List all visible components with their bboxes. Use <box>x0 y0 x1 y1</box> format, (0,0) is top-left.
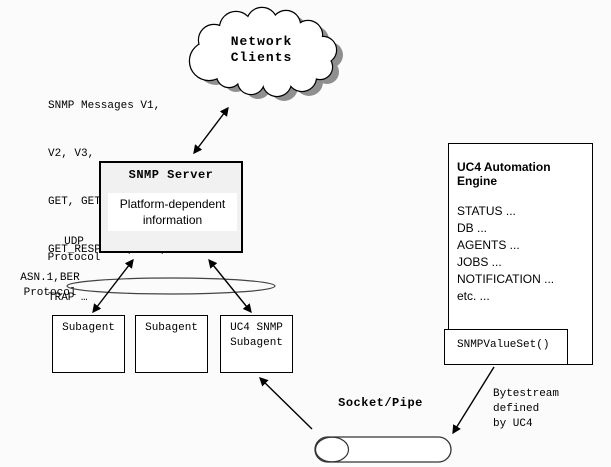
cloud-label: Network Clients <box>184 34 339 66</box>
snmpvalueset-label: SNMPValueSet() <box>457 339 550 351</box>
uc4-list-item: JOBS ... <box>457 255 502 269</box>
socket-pipe-shape <box>314 436 452 463</box>
arrow-uc4engine-pipe <box>452 366 495 435</box>
uc4-engine-list: STATUS ... DB ... AGENTS ... JOBS ... NO… <box>457 203 592 305</box>
socket-pipe-label: Socket/Pipe <box>338 396 423 410</box>
arrow-server-uc4subagent <box>208 258 252 314</box>
uc4-automation-engine-box: UC4 Automation Engine STATUS ... DB ... … <box>448 143 593 365</box>
udp-label-line1: UDP <box>64 236 84 248</box>
subagent-box-1: Subagent <box>52 315 125 373</box>
platform-info-box: Platform-dependent information <box>108 193 237 231</box>
subagent-2-label: Subagent <box>145 322 198 334</box>
uc4-list-item: STATUS ... <box>457 204 516 218</box>
snmpvalueset-box: SNMPValueSet() <box>444 329 568 365</box>
cloud-label-line1: Network <box>230 34 293 49</box>
snmp-server-title: SNMP Server <box>128 168 214 182</box>
bytestream-line2: by UC4 <box>493 418 533 430</box>
uc4-list-item: NOTIFICATION ... <box>457 272 555 286</box>
uc4-subagent-label-line2: Subagent <box>230 337 283 349</box>
uc4-list-item: DB ... <box>457 221 488 235</box>
snmp-server-box: SNMP Server Platform-dependent informati… <box>99 161 243 253</box>
uc4-list-item: etc. ... <box>457 289 490 303</box>
cloud-label-line2: Clients <box>230 50 293 65</box>
asn-label-line2: Protocol <box>23 287 77 299</box>
bytestream-line1: Bytestream defined <box>493 388 560 415</box>
udp-protocol-label: UDP Protocol <box>34 234 114 266</box>
arrow-pipe-uc4subagent <box>259 377 313 430</box>
subagent-1-label: Subagent <box>62 322 115 334</box>
uc4-list-item: AGENTS ... <box>457 238 520 252</box>
uc4-subagent-label-line1: UC4 SNMP <box>230 322 283 334</box>
snmp-messages-line: SNMP Messages V1, <box>48 100 161 112</box>
snmp-messages-line: V2, V3, <box>48 148 95 160</box>
platform-info-line2: information <box>142 213 203 227</box>
asn-label-line1: ASN.1,BER <box>20 272 80 284</box>
uc4-engine-title: UC4 Automation Engine <box>457 160 551 188</box>
uc4-snmp-subagent-box: UC4 SNMP Subagent <box>220 315 293 373</box>
snmp-messages-line: TRAP … <box>48 292 88 304</box>
arrow-cloud-server <box>193 106 229 155</box>
network-clients-cloud: Network Clients <box>184 6 359 111</box>
cloud-shape <box>188 6 343 101</box>
platform-info-line1: Platform-dependent <box>119 197 226 211</box>
subagent-box-2: Subagent <box>135 315 208 373</box>
bytestream-label: Bytestream defined by UC4 <box>493 387 611 432</box>
asn1-ber-protocol-label: ASN.1,BER Protocol <box>4 271 96 301</box>
udp-label-line2: Protocol <box>47 252 101 264</box>
